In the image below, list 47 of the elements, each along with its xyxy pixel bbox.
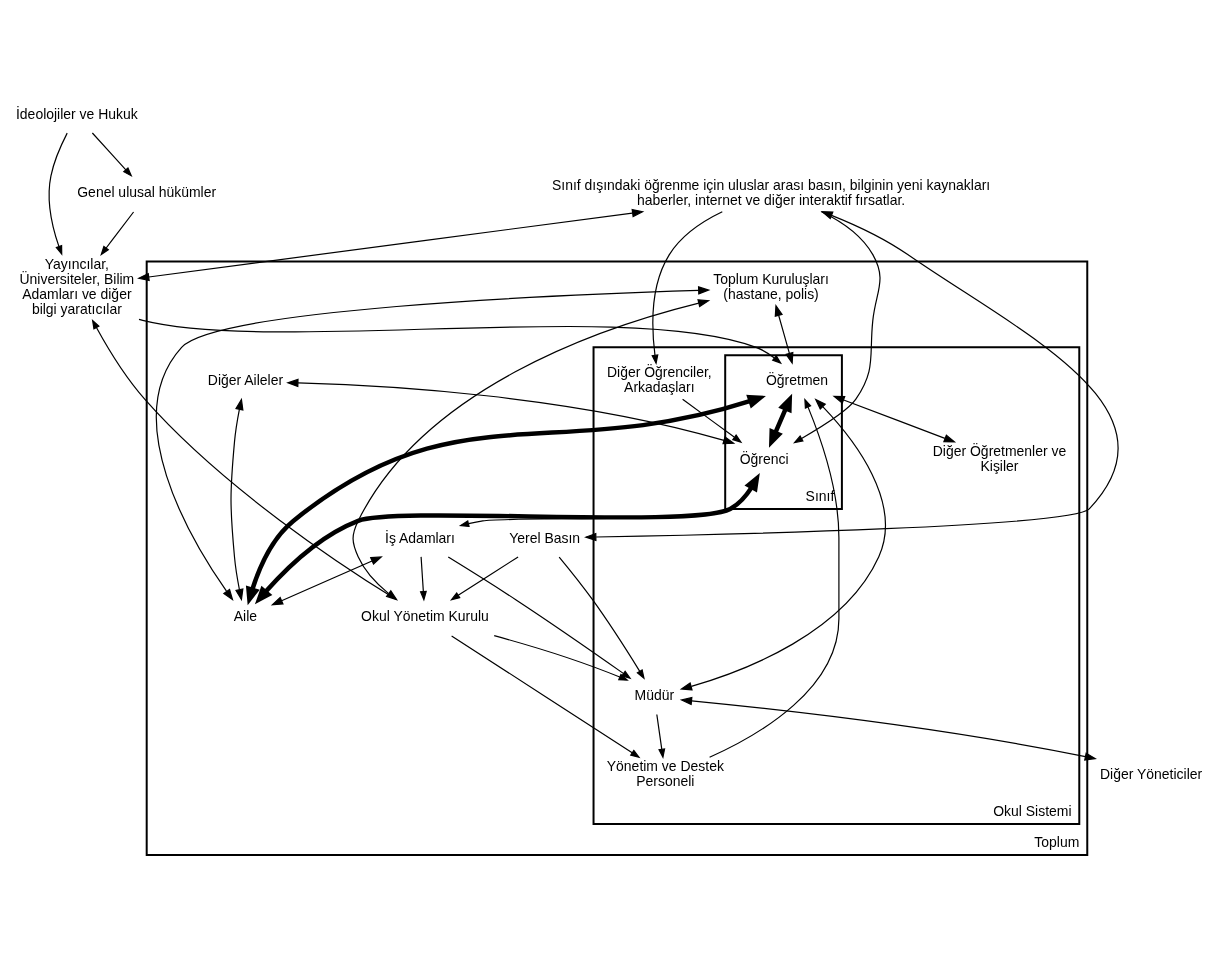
- arrow: [270, 556, 383, 606]
- arrow: [558, 556, 645, 680]
- arrow: [230, 397, 244, 602]
- arrow: [286, 378, 736, 445]
- arrow: [91, 318, 397, 601]
- arrow: [768, 393, 793, 448]
- node-text: Toplum Kuruluşları (hastane, polis): [713, 270, 829, 302]
- node-text: Müdür: [634, 687, 675, 704]
- node-text: Aile: [233, 608, 258, 625]
- arrow: [245, 394, 766, 606]
- arrow: [493, 635, 629, 681]
- arrow: [832, 395, 957, 443]
- arrow: [651, 211, 723, 366]
- node-text: Diğer Öğrenciler, Arkadaşları: [607, 364, 712, 396]
- node-text: Öğrenci: [739, 450, 789, 467]
- node-text: İdeolojiler ve Hukuk: [15, 105, 138, 122]
- arrow: [419, 556, 427, 602]
- arrow: [156, 286, 711, 602]
- node-text: Yönetim ve Destek Personeli: [606, 758, 724, 790]
- arrow: [656, 713, 666, 760]
- arrow: [48, 132, 68, 256]
- node-text: Öğretmen: [765, 371, 829, 388]
- node-text: Yerel Basın: [509, 529, 581, 546]
- node-text: Sınıf dışındaki öğrenme için uluslar arası basın, bilginin yeni kaynakları haberler, internet ve diğer interaktif fırsatlar.: [551, 176, 991, 208]
- node-text: Genel ulusal hükümler: [77, 184, 217, 201]
- node-text: Diğer Öğretmenler ve Kişiler: [932, 443, 1067, 475]
- arrow: [254, 473, 760, 605]
- arrow: [451, 635, 641, 759]
- arrow: [679, 398, 886, 691]
- arrow: [682, 398, 743, 444]
- node-text: Diğer Aileler: [207, 371, 284, 388]
- arrow: [709, 397, 840, 758]
- arrow: [352, 299, 711, 601]
- arrow: [447, 556, 632, 680]
- node-text: İş Adamları: [385, 529, 455, 546]
- arrow: [137, 208, 645, 282]
- arrow: [793, 211, 881, 444]
- arrow: [449, 556, 519, 601]
- arrow: [100, 211, 135, 256]
- node-text: Yayıncılar, Üniversiteler, Bilim Adamları ve diğer bilgi yaratıcılar: [19, 255, 135, 317]
- node-text: Diğer Yöneticiler: [1100, 765, 1203, 782]
- arrow: [584, 211, 1118, 542]
- arrow: [679, 696, 1097, 761]
- arrow: [138, 318, 783, 365]
- arrow: [774, 304, 794, 365]
- arrow: [91, 132, 133, 178]
- node-text: Okul Yönetim Kurulu: [361, 608, 489, 625]
